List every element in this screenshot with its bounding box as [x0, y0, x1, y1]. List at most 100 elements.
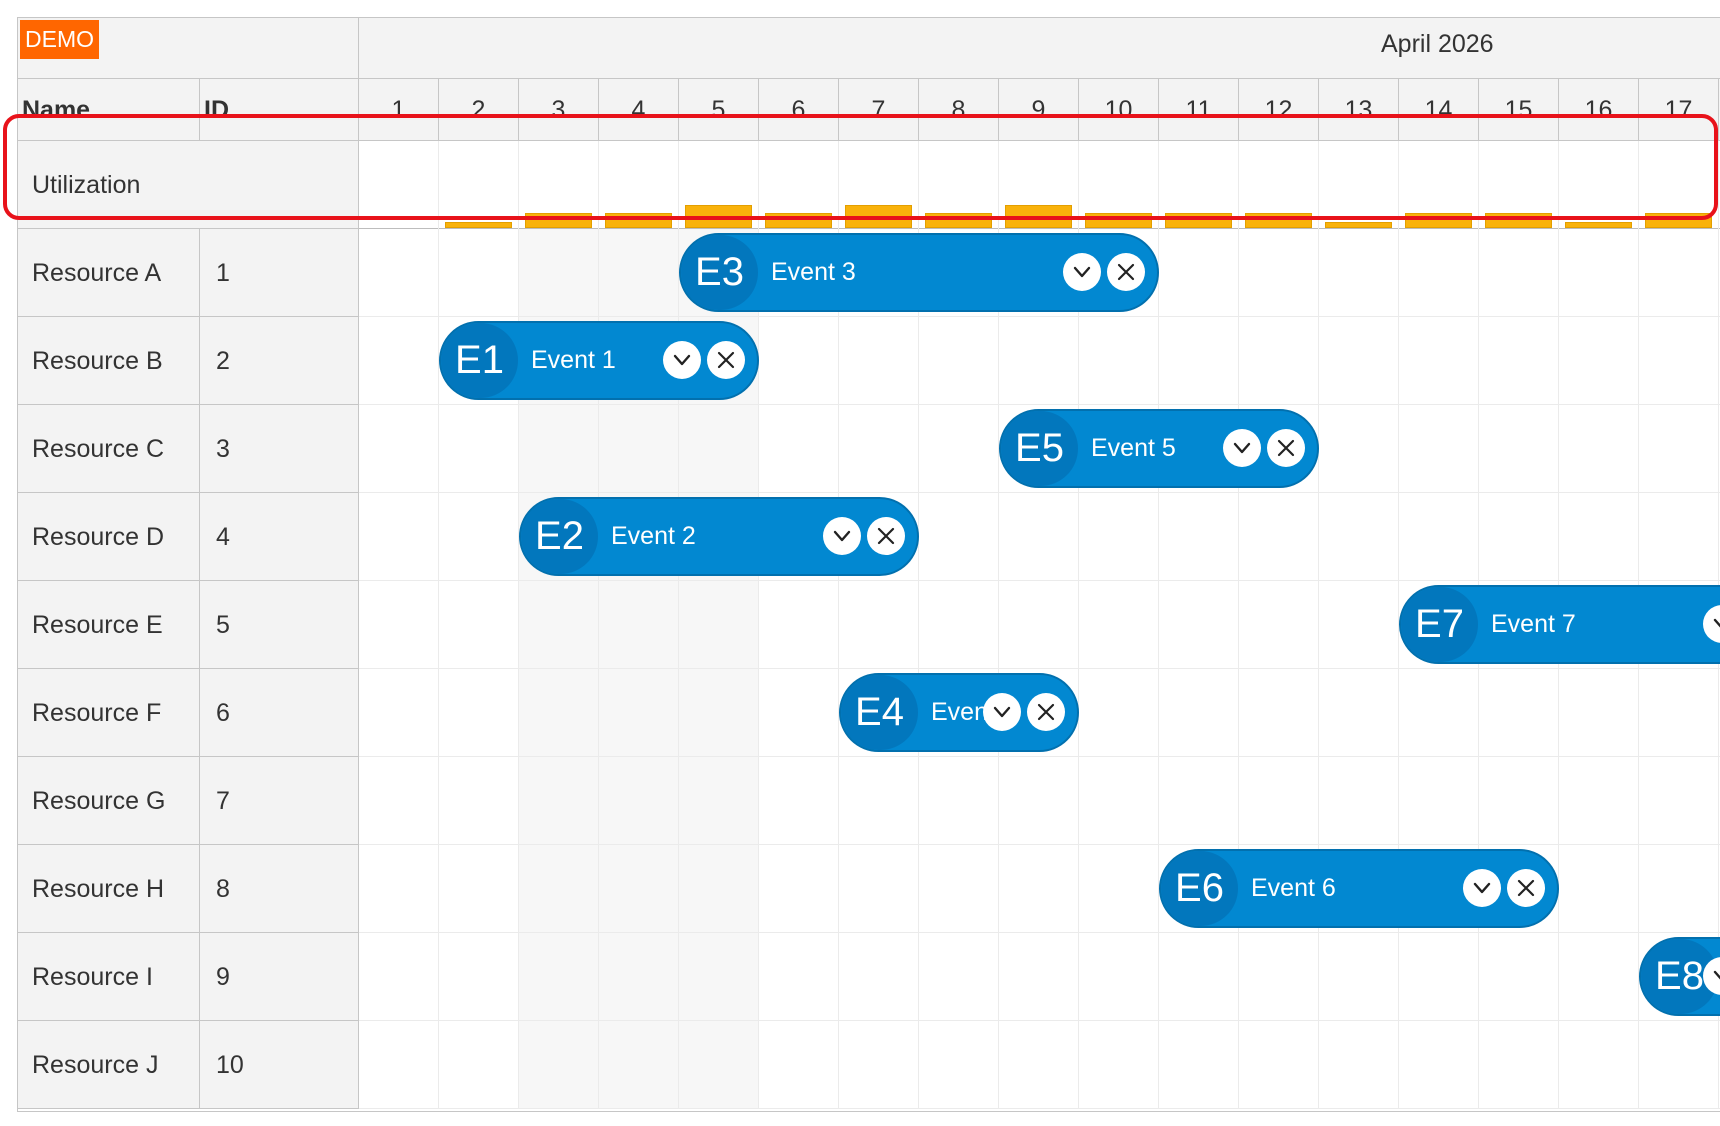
chevron-down-icon[interactable] [663, 341, 701, 379]
grid-cell[interactable] [1399, 493, 1479, 581]
grid-cell[interactable] [1639, 317, 1719, 405]
close-icon[interactable] [707, 341, 745, 379]
resource-id[interactable]: 7 [200, 757, 359, 845]
grid-cell[interactable] [1559, 493, 1639, 581]
grid-cell[interactable] [759, 933, 839, 1021]
day-header-5[interactable]: 5 [679, 79, 759, 141]
day-header-9[interactable]: 9 [999, 79, 1079, 141]
grid-cell[interactable] [1479, 229, 1559, 317]
grid-cell[interactable] [1319, 933, 1399, 1021]
grid-cell[interactable] [759, 317, 839, 405]
day-header-6[interactable]: 6 [759, 79, 839, 141]
grid-cell[interactable] [439, 405, 519, 493]
grid-cell[interactable] [1479, 405, 1559, 493]
grid-cell[interactable] [1639, 229, 1719, 317]
day-header-15[interactable]: 15 [1479, 79, 1559, 141]
grid-cell[interactable] [679, 669, 759, 757]
grid-cell[interactable] [599, 845, 679, 933]
resource-name[interactable]: Resource D [18, 493, 200, 581]
grid-cell[interactable] [519, 845, 599, 933]
column-header-name[interactable]: Name [18, 79, 200, 141]
grid-cell[interactable] [839, 933, 919, 1021]
grid-cell[interactable] [839, 845, 919, 933]
close-icon[interactable] [1507, 869, 1545, 907]
grid-cell[interactable] [599, 1021, 679, 1109]
grid-cell[interactable] [1559, 317, 1639, 405]
close-icon[interactable] [1267, 429, 1305, 467]
resource-name[interactable]: Resource B [18, 317, 200, 405]
grid-cell[interactable] [1079, 493, 1159, 581]
close-icon[interactable] [1027, 693, 1065, 731]
grid-cell[interactable] [439, 581, 519, 669]
grid-cell[interactable] [679, 581, 759, 669]
grid-cell[interactable] [1639, 493, 1719, 581]
grid-cell[interactable] [1079, 669, 1159, 757]
grid-cell[interactable] [999, 317, 1079, 405]
grid-cell[interactable] [1239, 493, 1319, 581]
grid-cell[interactable] [439, 933, 519, 1021]
resource-name[interactable]: Resource C [18, 405, 200, 493]
grid-cell[interactable] [1319, 405, 1399, 493]
chevron-down-icon[interactable] [983, 693, 1021, 731]
grid-cell[interactable] [1559, 669, 1639, 757]
close-icon[interactable] [867, 517, 905, 555]
day-header-12[interactable]: 12 [1239, 79, 1319, 141]
grid-cell[interactable] [839, 757, 919, 845]
chevron-down-icon[interactable] [823, 517, 861, 555]
resource-id[interactable]: 2 [200, 317, 359, 405]
grid-cell[interactable] [1159, 581, 1239, 669]
grid-cell[interactable] [1479, 669, 1559, 757]
grid-cell[interactable] [359, 317, 439, 405]
grid-cell[interactable] [839, 1021, 919, 1109]
grid-cell[interactable] [439, 493, 519, 581]
grid-cell[interactable] [1239, 229, 1319, 317]
grid-cell[interactable] [919, 933, 999, 1021]
grid-cell[interactable] [359, 229, 439, 317]
grid-cell[interactable] [1319, 669, 1399, 757]
grid-cell[interactable] [919, 317, 999, 405]
grid-cell[interactable] [1479, 933, 1559, 1021]
resource-name[interactable]: Resource I [18, 933, 200, 1021]
grid-cell[interactable] [1319, 317, 1399, 405]
grid-cell[interactable] [919, 757, 999, 845]
resource-name[interactable]: Resource A [18, 229, 200, 317]
grid-cell[interactable] [1319, 757, 1399, 845]
grid-cell[interactable] [1479, 757, 1559, 845]
grid-cell[interactable] [1559, 405, 1639, 493]
day-header-3[interactable]: 3 [519, 79, 599, 141]
day-header-17[interactable]: 17 [1639, 79, 1719, 141]
grid-cell[interactable] [999, 1021, 1079, 1109]
grid-cell[interactable] [1479, 493, 1559, 581]
grid-cell[interactable] [1079, 845, 1159, 933]
resource-id[interactable]: 10 [200, 1021, 359, 1109]
grid-cell[interactable] [1159, 229, 1239, 317]
grid-cell[interactable] [599, 669, 679, 757]
grid-cell[interactable] [679, 757, 759, 845]
grid-cell[interactable] [1639, 845, 1719, 933]
resource-name[interactable]: Resource E [18, 581, 200, 669]
grid-cell[interactable] [999, 757, 1079, 845]
day-header-7[interactable]: 7 [839, 79, 919, 141]
resource-name[interactable]: Resource G [18, 757, 200, 845]
day-header-13[interactable]: 13 [1319, 79, 1399, 141]
grid-cell[interactable] [1399, 933, 1479, 1021]
grid-cell[interactable] [519, 229, 599, 317]
resource-name[interactable]: Resource H [18, 845, 200, 933]
grid-cell[interactable] [999, 493, 1079, 581]
grid-cell[interactable] [359, 493, 439, 581]
grid-cell[interactable] [1399, 757, 1479, 845]
grid-cell[interactable] [1479, 317, 1559, 405]
grid-cell[interactable] [599, 229, 679, 317]
grid-cell[interactable] [1319, 229, 1399, 317]
grid-cell[interactable] [1399, 405, 1479, 493]
grid-cell[interactable] [1239, 757, 1319, 845]
chevron-down-icon[interactable] [1703, 605, 1720, 643]
grid-cell[interactable] [1639, 1021, 1719, 1109]
grid-cell[interactable] [359, 669, 439, 757]
grid-cell[interactable] [1639, 405, 1719, 493]
grid-cell[interactable] [519, 933, 599, 1021]
chevron-down-icon[interactable] [1063, 253, 1101, 291]
